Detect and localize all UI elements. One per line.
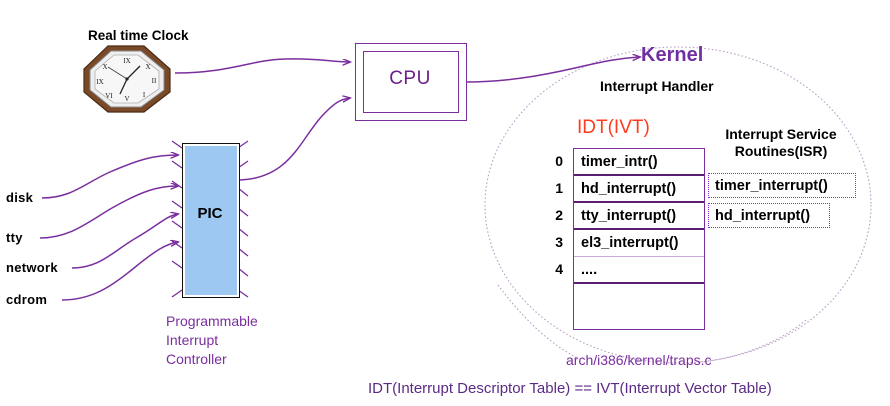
leader-to-source-path [497,284,579,359]
arrow-pic-to-cpu [239,98,350,181]
device-label-disk: disk [6,190,34,205]
isr-label-hd: hd_interrupt() [715,207,811,224]
svg-text:X: X [145,63,150,71]
idt-row[interactable]: timer_intr() [574,149,704,176]
svg-text:IX: IX [96,78,103,86]
arrow-tty-to-pic [39,186,178,239]
idt-index-3: 3 [555,234,563,250]
device-label-tty: tty [6,230,23,245]
isr-title: Interrupt Service Routines(ISR) [702,126,860,160]
interrupt-handler-title: Interrupt Handler [600,78,714,94]
idt-cell-4: .... [581,261,598,278]
arrow-disk-to-pic [41,155,178,199]
svg-text:V: V [124,95,129,103]
kernel-title: Kernel [641,44,704,66]
idt-title: IDT(IVT) [577,117,650,138]
arrow-network-to-pic [71,214,178,269]
footer-caption: IDT(Interrupt Descriptor Table) == IVT(I… [368,380,772,397]
idt-index-4: 4 [555,261,563,277]
idt-cell-0: timer_intr() [581,153,658,170]
pic-caption-line3: Controller [166,351,227,367]
idt-row[interactable]: .... [574,257,704,284]
device-label-network: network [6,260,58,275]
svg-text:II: II [152,77,157,85]
isr-title-line1: Interrupt Service [725,126,837,142]
idt-index-2: 2 [555,207,563,223]
isr-box-hd[interactable]: hd_interrupt() [708,203,830,228]
leader-source-path-right [699,319,807,363]
isr-label-timer: timer_interrupt() [715,177,828,194]
svg-text:I: I [143,91,146,99]
isr-title-line2: Routines(ISR) [734,143,828,159]
arrow-clock-to-cpu [174,58,350,74]
idt-table: timer_intr() hd_interrupt() tty_interrup… [573,148,705,330]
idt-index-0: 0 [555,153,563,169]
svg-text:IX: IX [123,57,130,65]
clock-title: Real time Clock [88,28,189,43]
pic-label: PIC [197,205,223,222]
idt-row[interactable]: tty_interrupt() [574,203,704,230]
cpu-label: CPU [389,68,431,89]
pic-caption: Programmable Interrupt Controller [166,312,306,369]
svg-text:VI: VI [105,92,113,100]
idt-index-1: 1 [555,180,563,196]
analog-clock-icon: IXX III VVI IXX [83,45,171,113]
idt-row[interactable]: el3_interrupt() [574,230,704,257]
idt-row-empty [574,284,704,329]
pic-caption-line1: Programmable [166,313,258,329]
svg-text:X: X [102,63,107,71]
idt-row[interactable]: hd_interrupt() [574,176,704,203]
arrow-cdrom-to-pic [61,242,178,301]
idt-index-column: 0 1 2 3 4 [549,148,565,283]
cpu-box-inner [363,51,459,113]
idt-cell-2: tty_interrupt() [581,207,677,224]
idt-cell-3: el3_interrupt() [581,235,679,251]
source-path-caption: arch/i386/kernel/traps.c [566,352,712,368]
pic-caption-line2: Interrupt [166,332,219,348]
device-label-cdrom: cdrom [6,292,48,307]
idt-cell-1: hd_interrupt() [581,180,677,197]
isr-box-timer[interactable]: timer_interrupt() [708,173,856,198]
pic-chip [182,143,240,298]
